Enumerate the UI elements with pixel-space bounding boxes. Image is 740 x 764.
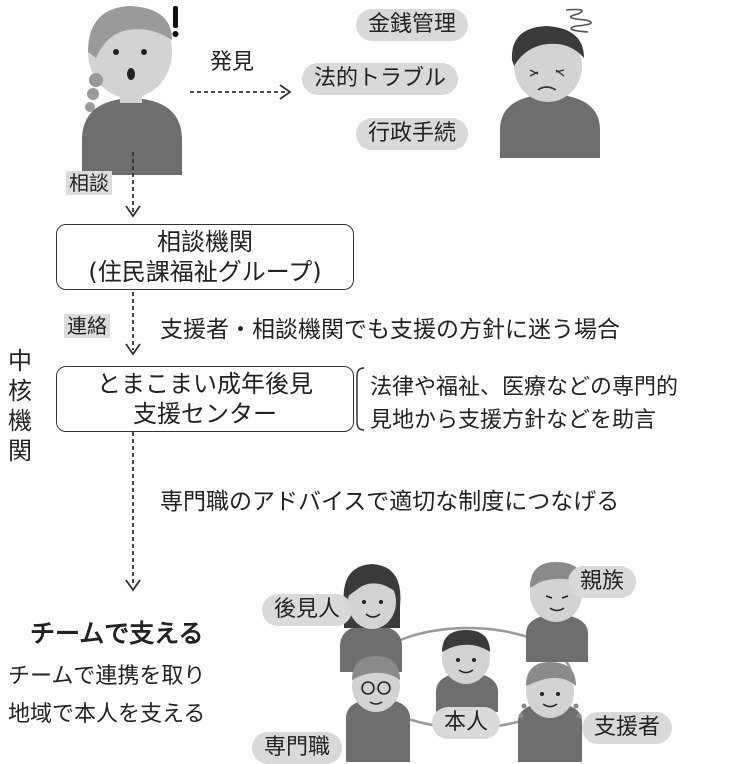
troubled-person (500, 8, 600, 158)
issue-admin-procedure: 行政手続 (356, 118, 469, 150)
center-note-line2: 見地から支援方針などを助言 (370, 408, 657, 433)
contact-arrow (125, 292, 141, 356)
note-bracket (356, 367, 365, 431)
core-org-label: 中核機関 (8, 347, 32, 465)
consult-agency-name: 相談機関 (157, 228, 253, 256)
discovery-arrow (190, 84, 292, 100)
supporter-person (518, 662, 582, 762)
principal-person (436, 630, 498, 712)
professional-person (346, 656, 410, 762)
role-guardian: 後見人 (262, 594, 353, 626)
role-supporter: 支援者 (582, 712, 673, 744)
role-professional: 専門職 (252, 732, 343, 764)
team-desc-line1: チームで連携を取り (8, 664, 206, 689)
discovery-label: 発見 (210, 50, 255, 75)
referral-arrow (125, 432, 141, 592)
support-center-name: とまこまい成年後見 (97, 370, 313, 398)
issue-legal-trouble: 法的トラブル (302, 63, 459, 95)
guardian-person (340, 564, 402, 672)
issue-money-management: 金銭管理 (356, 9, 469, 41)
contact-label: 連絡 (64, 314, 110, 338)
team-desc-line2: 地域で本人を支える (8, 702, 206, 727)
consult-agency-dept: (住民課福祉グループ) (88, 258, 322, 286)
consult-arrow (125, 152, 141, 218)
contact-note: 支援者・相談機関でも支援の方針に迷う場合 (160, 317, 620, 343)
support-center-box: とまこまい成年後見 支援センター (56, 366, 354, 432)
role-relatives: 親族 (568, 566, 637, 598)
expert-note: 専門職のアドバイスで適切な制度につなげる (160, 489, 620, 515)
consult-agency-box: 相談機関 (住民課福祉グループ) (56, 224, 354, 290)
consult-label: 相談 (66, 171, 112, 195)
center-note-line1: 法律や福祉、医療などの専門的 (370, 375, 679, 400)
role-principal: 本人 (432, 707, 501, 739)
discoverer-person (82, 6, 182, 175)
support-center-subname: 支援センター (133, 400, 277, 428)
team-heading: チームで支える (30, 619, 204, 648)
